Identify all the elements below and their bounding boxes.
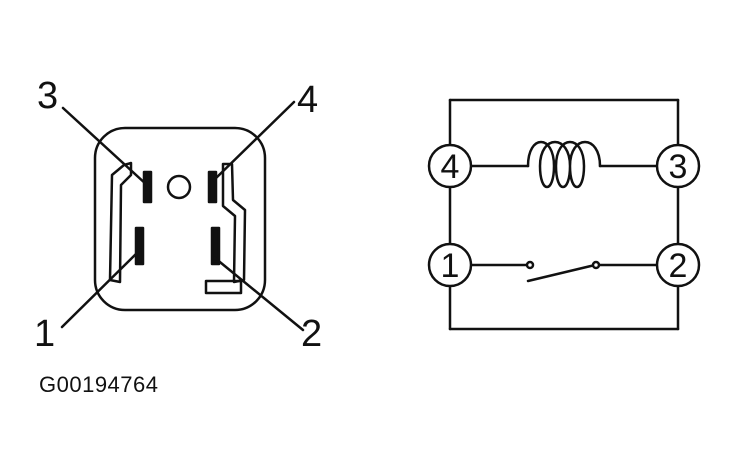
connector-key-notch	[204, 279, 243, 295]
connector-center-hole	[166, 174, 192, 200]
connector-label-bottom-left: 1	[34, 313, 55, 355]
terminal-label-lower-left: 1	[441, 247, 460, 285]
pin-2	[210, 226, 221, 266]
leader-line-2	[213, 256, 305, 332]
pin-4	[207, 170, 218, 204]
leader-line-3	[61, 106, 149, 187]
connector-housing	[93, 126, 267, 312]
connector-label-top-right: 4	[297, 79, 318, 121]
connector-label-top-left: 3	[37, 75, 58, 117]
relay-schematic	[427, 98, 701, 331]
switch-contact-left	[525, 260, 535, 270]
terminal-circle-lower-left	[427, 242, 473, 288]
leader-line-4	[212, 100, 296, 182]
terminal-label-upper-left: 4	[441, 148, 460, 186]
figure-id: G00194764	[39, 372, 159, 397]
connector-inner-left-contour	[108, 161, 133, 284]
terminal-circle-upper-right	[655, 143, 701, 189]
terminal-circle-upper-left	[427, 143, 473, 189]
leader-line-1	[60, 248, 142, 329]
terminal-circle-lower-right	[655, 242, 701, 288]
pin-3	[142, 170, 153, 204]
connector-inner-right-contour	[221, 162, 247, 284]
relay-connector-view	[60, 100, 305, 332]
terminal-label-upper-right: 3	[669, 148, 688, 186]
pin-1	[134, 226, 145, 266]
terminal-label-lower-right: 2	[669, 247, 688, 285]
switch-arm	[526, 263, 597, 283]
connector-label-bottom-right: 2	[301, 313, 322, 355]
relay-coil	[526, 140, 602, 188]
